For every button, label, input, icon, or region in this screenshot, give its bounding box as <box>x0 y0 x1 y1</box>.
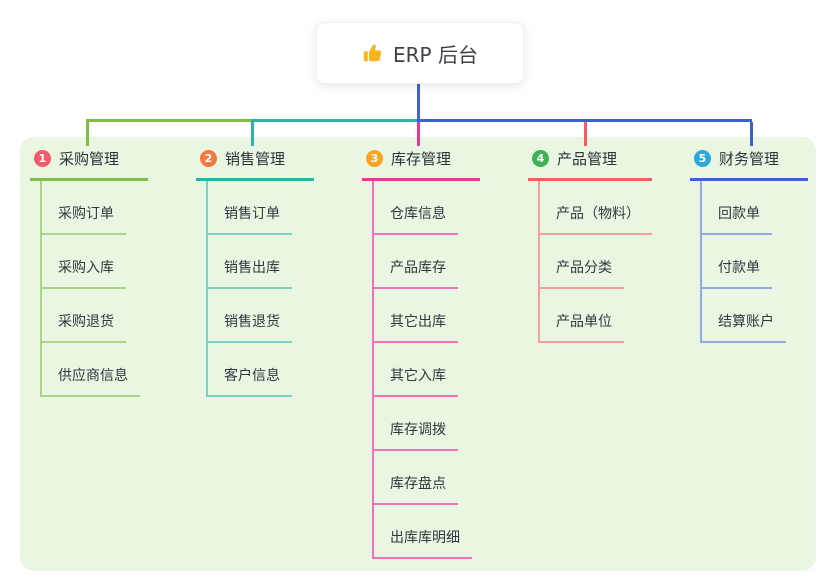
child-node[interactable]: 产品单位 <box>538 311 624 343</box>
child-node[interactable]: 采购退货 <box>40 311 126 343</box>
child-node[interactable]: 回款单 <box>700 203 772 235</box>
root-node-label: ERP 后台 <box>393 42 478 67</box>
child-node-row: 付款单 <box>700 235 808 289</box>
branch-children: 回款单付款单结算账户 <box>700 181 808 343</box>
branch-header[interactable]: 3 库存管理 <box>362 146 480 181</box>
connector-bus-segment <box>417 119 752 122</box>
children-trunk-line <box>40 181 42 397</box>
branch-number-badge: 2 <box>200 150 217 167</box>
children-trunk-line <box>206 181 208 397</box>
connector-drop-line <box>584 122 587 146</box>
child-node-row: 库存盘点 <box>372 451 480 505</box>
child-node[interactable]: 付款单 <box>700 257 772 289</box>
branch-label: 财务管理 <box>719 150 780 168</box>
connector-drop-line <box>251 122 254 146</box>
child-node[interactable]: 供应商信息 <box>40 365 140 397</box>
branch-header[interactable]: 2 销售管理 <box>196 146 314 181</box>
child-node-row: 销售出库 <box>206 235 314 289</box>
child-node[interactable]: 客户信息 <box>206 365 292 397</box>
child-node[interactable]: 销售订单 <box>206 203 292 235</box>
child-node-row: 回款单 <box>700 181 808 235</box>
child-node[interactable]: 出库库明细 <box>372 527 472 559</box>
child-node[interactable]: 产品分类 <box>538 257 624 289</box>
connector-bus-segment <box>86 119 253 122</box>
branch-number-badge: 1 <box>34 150 51 167</box>
branch-库存管理: 3 库存管理仓库信息产品库存其它出库其它入库库存调拨库存盘点出库库明细 <box>362 146 480 559</box>
connector-drop-line <box>750 122 753 146</box>
branch-label: 销售管理 <box>225 150 286 168</box>
root-node[interactable]: ERP 后台 <box>316 22 524 84</box>
child-node-row: 销售退货 <box>206 289 314 343</box>
branch-header[interactable]: 5 财务管理 <box>690 146 808 181</box>
branch-number-badge: 3 <box>366 150 383 167</box>
child-node[interactable]: 采购入库 <box>40 257 126 289</box>
branch-children: 销售订单销售出库销售退货客户信息 <box>206 181 314 397</box>
thumbs-up-icon <box>362 42 384 64</box>
branch-采购管理: 1 采购管理采购订单采购入库采购退货供应商信息 <box>30 146 148 397</box>
branch-财务管理: 5 财务管理回款单付款单结算账户 <box>690 146 808 343</box>
child-node-row: 采购入库 <box>40 235 148 289</box>
connector-drop-line <box>86 122 89 146</box>
branch-header[interactable]: 4 产品管理 <box>528 146 652 181</box>
child-node[interactable]: 产品（物料） <box>538 203 652 235</box>
branch-number-badge: 5 <box>694 150 711 167</box>
child-node-row: 产品分类 <box>538 235 652 289</box>
child-node[interactable]: 销售出库 <box>206 257 292 289</box>
child-node[interactable]: 其它出库 <box>372 311 458 343</box>
child-node[interactable]: 仓库信息 <box>372 203 458 235</box>
child-node-row: 采购退货 <box>40 289 148 343</box>
child-node-row: 产品（物料） <box>538 181 652 235</box>
child-node[interactable]: 库存盘点 <box>372 473 458 505</box>
child-node-row: 供应商信息 <box>40 343 148 397</box>
branch-children: 产品（物料） 产品分类产品单位 <box>538 181 652 343</box>
child-node-row: 产品库存 <box>372 235 480 289</box>
child-node[interactable]: 产品库存 <box>372 257 458 289</box>
child-node[interactable]: 库存调拨 <box>372 419 458 451</box>
child-node-row: 库存调拨 <box>372 397 480 451</box>
children-trunk-line <box>372 181 374 559</box>
branch-label: 库存管理 <box>391 150 452 168</box>
child-node-row: 仓库信息 <box>372 181 480 235</box>
child-node[interactable]: 结算账户 <box>700 311 786 343</box>
branch-产品管理: 4 产品管理产品（物料） 产品分类产品单位 <box>528 146 652 343</box>
children-trunk-line <box>538 181 540 343</box>
mindmap-panel <box>20 137 816 571</box>
branch-label: 采购管理 <box>59 150 120 168</box>
child-node[interactable]: 其它入库 <box>372 365 458 397</box>
child-node[interactable]: 采购订单 <box>40 203 126 235</box>
branch-label: 产品管理 <box>557 150 618 168</box>
branch-number-badge: 4 <box>532 150 549 167</box>
connector-drop-line <box>417 122 420 146</box>
branch-children: 采购订单采购入库采购退货供应商信息 <box>40 181 148 397</box>
child-node-row: 客户信息 <box>206 343 314 397</box>
branch-销售管理: 2 销售管理销售订单销售出库销售退货客户信息 <box>196 146 314 397</box>
child-node-row: 出库库明细 <box>372 505 480 559</box>
child-node-row: 销售订单 <box>206 181 314 235</box>
child-node-row: 采购订单 <box>40 181 148 235</box>
child-node[interactable]: 销售退货 <box>206 311 292 343</box>
child-node-row: 结算账户 <box>700 289 808 343</box>
branch-header[interactable]: 1 采购管理 <box>30 146 148 181</box>
child-node-row: 其它入库 <box>372 343 480 397</box>
children-trunk-line <box>700 181 702 343</box>
root-stem-line <box>417 82 420 121</box>
child-node-row: 其它出库 <box>372 289 480 343</box>
connector-bus-segment <box>251 119 419 122</box>
branch-children: 仓库信息产品库存其它出库其它入库库存调拨库存盘点出库库明细 <box>372 181 480 559</box>
child-node-row: 产品单位 <box>538 289 652 343</box>
